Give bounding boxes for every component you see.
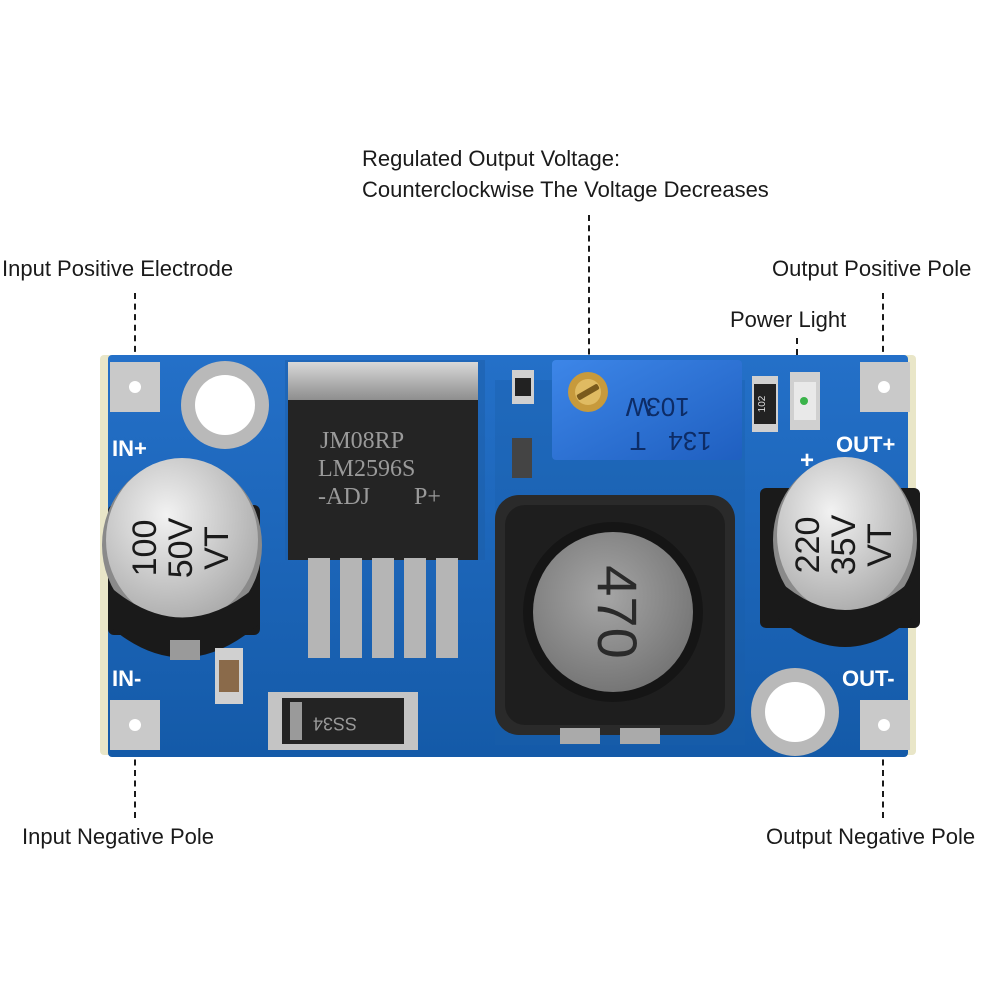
- leader-output-positive: [882, 293, 884, 373]
- pot-text-4: T: [630, 426, 646, 456]
- led-icon: [790, 372, 820, 430]
- callout-input-positive: Input Positive Electrode: [2, 256, 234, 281]
- label-plus-sign: +: [800, 447, 814, 474]
- leader-pot: [588, 215, 590, 375]
- leader-output-negative: [882, 728, 884, 818]
- cap-out-text-3: VT: [861, 523, 899, 566]
- cap-in-text-1: 100: [126, 520, 164, 577]
- schottky-diode: SS34: [268, 692, 418, 750]
- diode-text: SS34: [313, 713, 357, 733]
- leader-input-positive: [134, 293, 136, 373]
- pad-in-minus: [110, 700, 160, 750]
- ic-text-4: P+: [414, 484, 441, 510]
- pot-text-1: 103: [646, 392, 689, 422]
- callout-output-negative: Output Negative Pole: [766, 824, 976, 849]
- pot-text-2: W: [625, 392, 650, 422]
- pad-out-minus: [860, 700, 910, 750]
- potentiometer: 103 W 134 T: [552, 360, 742, 460]
- input-capacitor: 100 50V VT: [102, 458, 262, 658]
- ic-text-2: LM2596S: [318, 456, 415, 482]
- ic-text-1: JM08RP: [320, 428, 404, 454]
- callout-pot-title: Regulated Output Voltage:: [362, 146, 621, 171]
- callout-input-negative: Input Negative Pole: [22, 824, 215, 849]
- cap-out-text-1: 220: [789, 517, 827, 574]
- regulator-ic: JM08RP LM2596S -ADJ P+: [288, 362, 478, 658]
- cap-in-text-2: 50V: [162, 517, 200, 578]
- power-inductor: 470: [495, 495, 735, 744]
- smd-resistor-102: 102: [752, 376, 778, 432]
- mounting-hole-icon: [751, 668, 839, 756]
- callout-power-light: Power Light: [730, 307, 847, 332]
- callout-output-positive: Output Positive Pole: [772, 256, 972, 281]
- pot-text-3: 134: [668, 426, 711, 456]
- mounting-hole-icon: [181, 361, 269, 449]
- pad-in-plus: [110, 362, 160, 412]
- resistor-text: 102: [757, 395, 768, 412]
- output-capacitor: 220 35V VT: [760, 457, 920, 647]
- label-in-minus: IN-: [112, 666, 141, 691]
- pad-out-plus: [860, 362, 910, 412]
- smd-cap-left: [512, 438, 532, 478]
- callout-pot-note: Counterclockwise The Voltage Decreases: [362, 177, 769, 202]
- leader-input-negative: [134, 728, 136, 818]
- label-out-plus: OUT+: [836, 432, 895, 457]
- brass-screw-icon: [568, 372, 608, 412]
- label-out-minus: OUT-: [842, 666, 895, 691]
- inductor-text: 470: [586, 565, 649, 658]
- cap-in-text-3: VT: [198, 526, 236, 569]
- cap-out-text-2: 35V: [825, 514, 863, 575]
- ic-text-3: -ADJ: [318, 484, 370, 510]
- label-in-plus: IN+: [112, 436, 147, 461]
